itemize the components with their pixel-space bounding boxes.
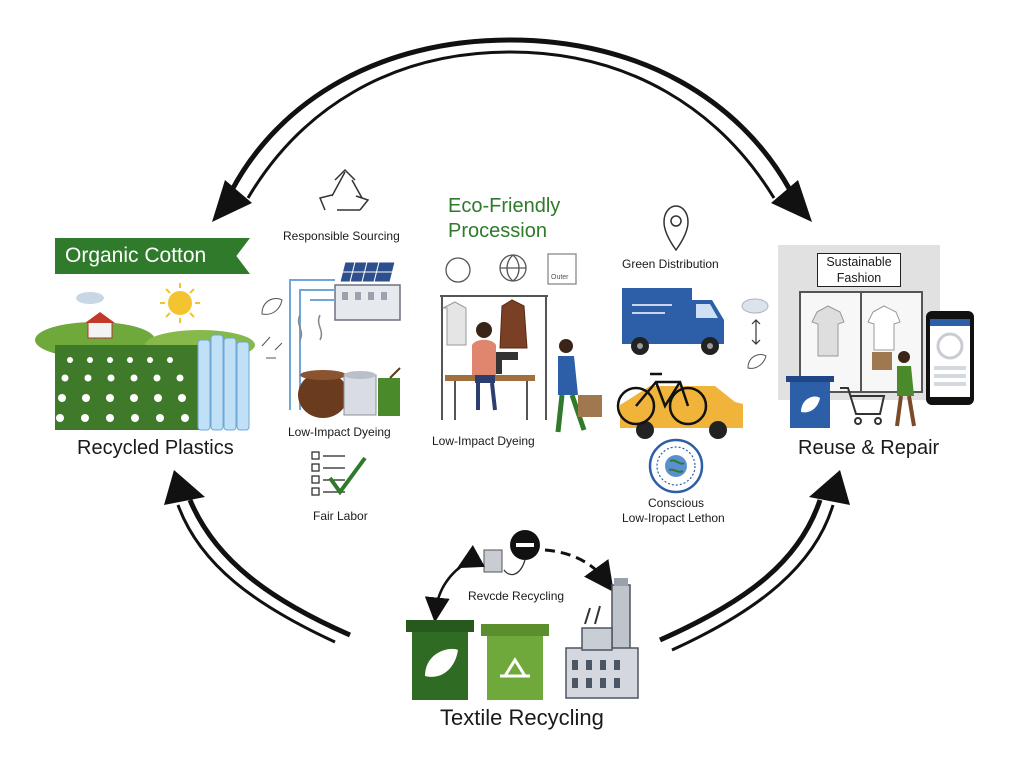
water-bottles — [197, 334, 250, 431]
cotton-farm-illustration — [35, 280, 255, 431]
dashed-arrow-right — [544, 548, 614, 593]
leaf-icon — [261, 298, 283, 359]
cloud-icon-small — [741, 298, 769, 369]
store-shirt-1 — [811, 305, 845, 357]
cloud-icon — [76, 292, 104, 304]
customer-head — [898, 351, 910, 363]
dye-pot-grey — [343, 374, 377, 416]
eco-friendly-line1: Eco-Friendly — [448, 195, 561, 217]
factory-building — [334, 284, 401, 321]
conscious-label-line2: Low-Iropact Lethon — [622, 511, 725, 525]
checklist-icon — [311, 451, 367, 496]
arrowheads — [164, 180, 850, 505]
up-down-arrow-icon — [751, 319, 761, 345]
conscious-label-line1: Conscious — [648, 496, 705, 510]
store-shirt-2 — [867, 305, 901, 351]
cycle-arrows — [176, 37, 835, 652]
arrowhead-left — [164, 470, 205, 505]
sun-icon — [168, 291, 192, 315]
shopper-body — [558, 356, 578, 395]
location-pin-icon — [663, 205, 689, 252]
organic-cotton-banner: Organic Cotton — [55, 238, 250, 274]
sourcing-illustration — [261, 261, 401, 418]
revcde-recycling-label: Revcde Recycling — [468, 589, 565, 603]
green-bin-leaf — [406, 620, 474, 700]
arrowhead-top-left — [212, 180, 252, 222]
responsible-sourcing-label: Responsible Sourcing — [283, 229, 400, 243]
shopping-cart-icon — [840, 387, 886, 425]
organic-cotton-label: Organic Cotton — [65, 244, 207, 267]
sustainable-fashion-line2: Fashion — [836, 271, 882, 285]
leaf-icon-small — [747, 354, 767, 369]
fair-labor-label: Fair Labor — [313, 509, 368, 523]
recycle-small-icon — [445, 257, 471, 283]
outer-tag-label: Outer — [551, 274, 569, 281]
dye-pot-green — [378, 378, 400, 416]
green-distribution-label: Green Distribution — [622, 257, 719, 271]
smartphone-icon — [926, 311, 974, 405]
trash-bin-icon — [786, 376, 834, 428]
store-box — [872, 352, 892, 370]
sewing-machine — [492, 352, 518, 374]
recycling-machine — [483, 530, 540, 576]
textile-recycling-label: Textile Recycling — [440, 705, 604, 730]
dye-pot-brown — [298, 372, 348, 418]
car-icon — [620, 386, 743, 439]
recycled-plastics-label: Recycled Plastics — [77, 437, 234, 459]
eco-friendly-heading: Eco-Friendly Procession — [448, 194, 560, 244]
farmhouse — [87, 321, 113, 339]
badge-icon — [648, 438, 704, 494]
arrow-top-left — [229, 37, 511, 192]
eco-friendly-line2: Procession — [448, 220, 547, 242]
truck-icon — [622, 288, 724, 355]
arrow-top-right — [509, 37, 793, 192]
store-illustration — [778, 245, 974, 428]
tshirt-rack — [442, 301, 467, 346]
shopping-bag — [578, 395, 602, 417]
coat-rack — [499, 299, 528, 349]
shopper-head — [559, 339, 573, 353]
arrow-right-up — [658, 499, 823, 643]
customer-body — [897, 366, 914, 396]
sustainable-fashion-line1: Sustainable — [826, 255, 892, 269]
sustainable-fashion-sign: Sustainable Fashion — [817, 253, 901, 287]
arrowhead-right — [809, 470, 850, 505]
low-impact-dyeing-label-2: Low-Impact Dyeing — [432, 434, 535, 448]
tailor-illustration — [440, 295, 602, 433]
recycle-icon — [318, 168, 370, 211]
arrow-left-up — [187, 499, 352, 638]
process-icons — [445, 253, 577, 285]
factory-icon — [565, 578, 639, 699]
outer-tag-icon — [547, 253, 577, 285]
curved-arrow-left — [424, 545, 485, 623]
bicycle-icon — [616, 372, 708, 426]
green-bin-recycle — [481, 624, 549, 700]
tailor-body — [472, 339, 496, 375]
tailor-head — [476, 322, 492, 338]
arrowhead-top-right — [771, 180, 812, 222]
low-impact-dyeing-label-1: Low-Impact Dyeing — [288, 425, 391, 439]
solar-panel-icon — [339, 261, 396, 283]
reuse-repair-label: Reuse & Repair — [798, 437, 940, 459]
